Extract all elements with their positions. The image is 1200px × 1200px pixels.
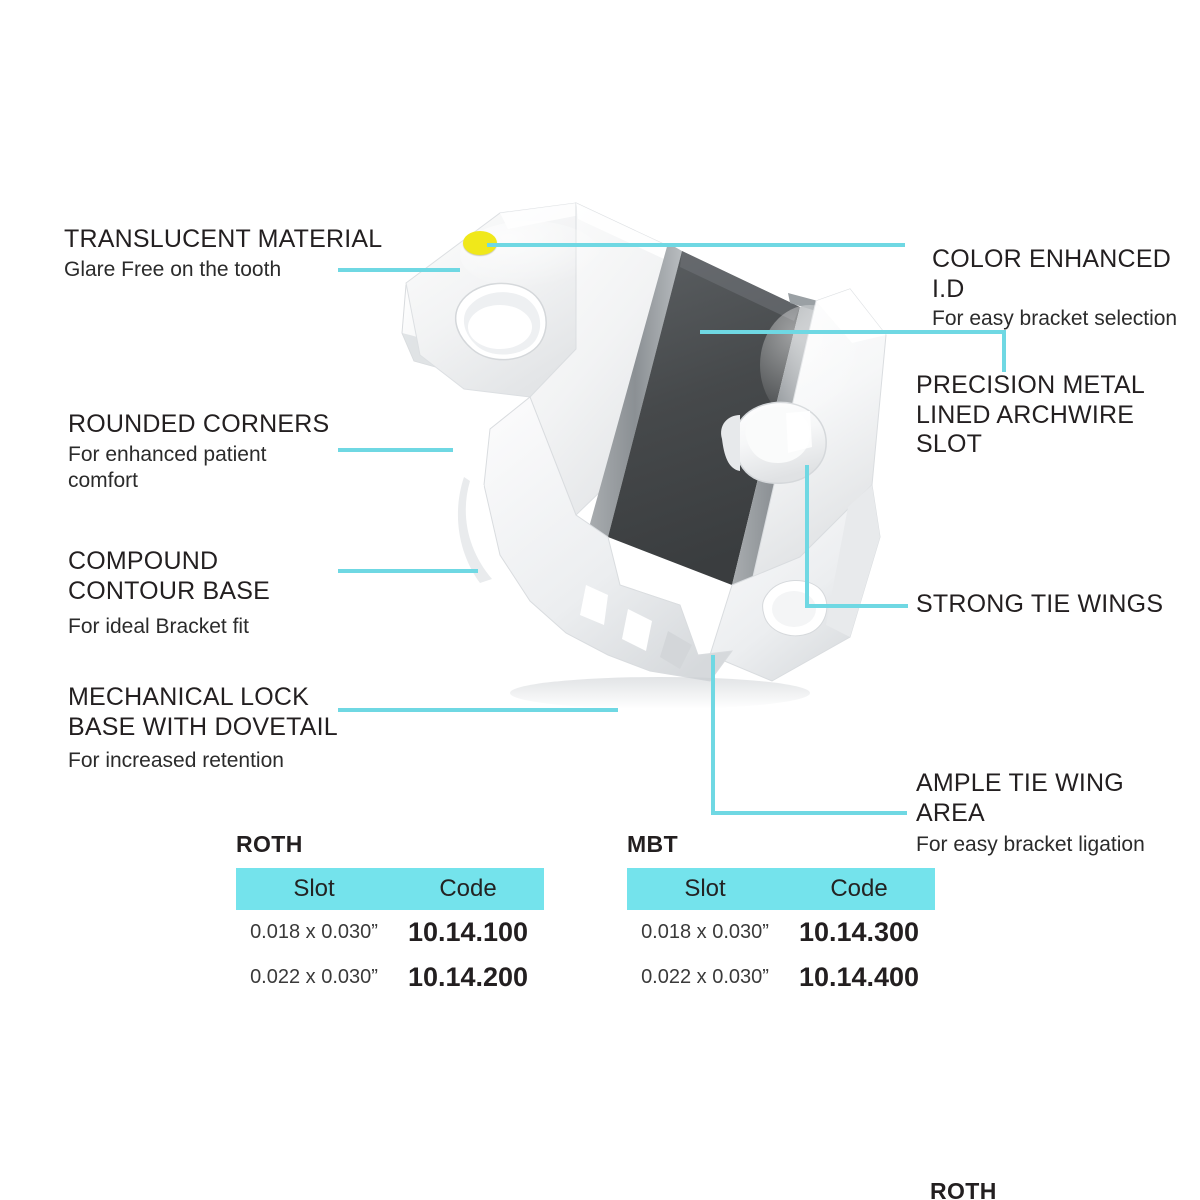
callout-title: PRECISION METAL LINED ARCHWIRE SLOT [916,371,1145,458]
spec-table-roth: ROTH Slot Code 0.018 x 0.030” 10.14.100 … [236,831,544,1000]
cell-code: 10.14.400 [783,955,935,1000]
lead-line-translucent-material [338,268,460,272]
table-row: 0.022 x 0.030” 10.14.400 [627,955,935,1000]
bottom-cropped-label: ROTH [930,1178,997,1200]
column-header-slot: Slot [627,868,783,910]
callout-compound-contour-base: COMPOUND CONTOUR BASE For ideal Bracket … [68,547,368,640]
cell-code: 10.14.200 [392,955,544,1000]
table-header-row: Slot Code [236,868,544,910]
cell-slot: 0.018 x 0.030” [627,910,783,955]
callout-subtitle: For easy bracket ligation [916,833,1145,856]
callout-strong-tie-wings: STRONG TIE WINGS [916,590,1186,620]
callout-precision-metal-lined-archwire-slot: PRECISION METAL LINED ARCHWIRE SLOT [916,371,1200,460]
table-caption: MBT [627,831,679,857]
lead-line-precision-slot-riser [1002,330,1006,372]
lead-line-precision-slot [700,330,1006,334]
callout-title: COLOR ENHANCED I.D [932,245,1171,303]
callout-title: AMPLE TIE WING AREA [916,769,1124,827]
bracket-illustration [380,185,940,785]
callout-subtitle: Glare Free on the tooth [64,257,282,281]
cell-code: 10.14.300 [783,910,935,955]
callout-mechanical-lock-base: MECHANICAL LOCK BASE WITH DOVETAIL For i… [68,683,378,774]
callout-ample-tie-wing-area: AMPLE TIE WING AREA For easy bracket lig… [916,769,1196,858]
table-header-row: Slot Code [627,868,935,910]
cell-code: 10.14.100 [392,910,544,955]
lead-line-rounded-corners [338,448,453,452]
callout-rounded-corners: ROUNDED CORNERS For enhanced patient com… [68,410,368,494]
column-header-code: Code [392,868,544,910]
callout-title: TRANSLUCENT MATERIAL [64,225,383,253]
callout-title: COMPOUND CONTOUR BASE [68,547,270,605]
spec-table-mbt: MBT Slot Code 0.018 x 0.030” 10.14.300 0… [627,831,935,1000]
callout-color-enhanced-id: COLOR ENHANCED I.D For easy bracket sele… [932,245,1200,332]
cell-slot: 0.022 x 0.030” [627,955,783,1000]
lead-line-ample-tie-wing-riser [711,655,715,815]
lead-line-color-enhanced-id [487,243,905,247]
lead-line-compound-contour-base [338,569,478,573]
callout-translucent-material: TRANSLUCENT MATERIAL Glare Free on the t… [64,225,394,283]
cell-slot: 0.018 x 0.030” [236,910,392,955]
column-header-code: Code [783,868,935,910]
table-row: 0.022 x 0.030” 10.14.200 [236,955,544,1000]
column-header-slot: Slot [236,868,392,910]
lead-line-mechanical-lock [338,708,618,712]
lead-line-strong-tie-wings-riser [805,465,809,608]
callout-title: STRONG TIE WINGS [916,590,1164,618]
table: Slot Code 0.018 x 0.030” 10.14.100 0.022… [236,868,544,1000]
table-row: 0.018 x 0.030” 10.14.300 [627,910,935,955]
callout-subtitle: For increased retention [68,749,284,772]
callout-title: ROUNDED CORNERS [68,410,330,438]
cell-slot: 0.022 x 0.030” [236,955,392,1000]
lead-line-ample-tie-wing [711,811,907,815]
table: Slot Code 0.018 x 0.030” 10.14.300 0.022… [627,868,935,1000]
bracket-mechanical-lock-base [457,396,734,682]
lead-line-strong-tie-wings [805,604,908,608]
callout-subtitle: For ideal Bracket fit [68,615,249,638]
table-row: 0.018 x 0.030” 10.14.100 [236,910,544,955]
bracket-lower-right-wing [709,483,881,682]
callout-title: MECHANICAL LOCK BASE WITH DOVETAIL [68,683,338,741]
callout-subtitle: For enhanced patient comfort [68,442,267,492]
table-caption: ROTH [236,831,303,857]
callout-subtitle: For easy bracket selection [932,307,1178,330]
